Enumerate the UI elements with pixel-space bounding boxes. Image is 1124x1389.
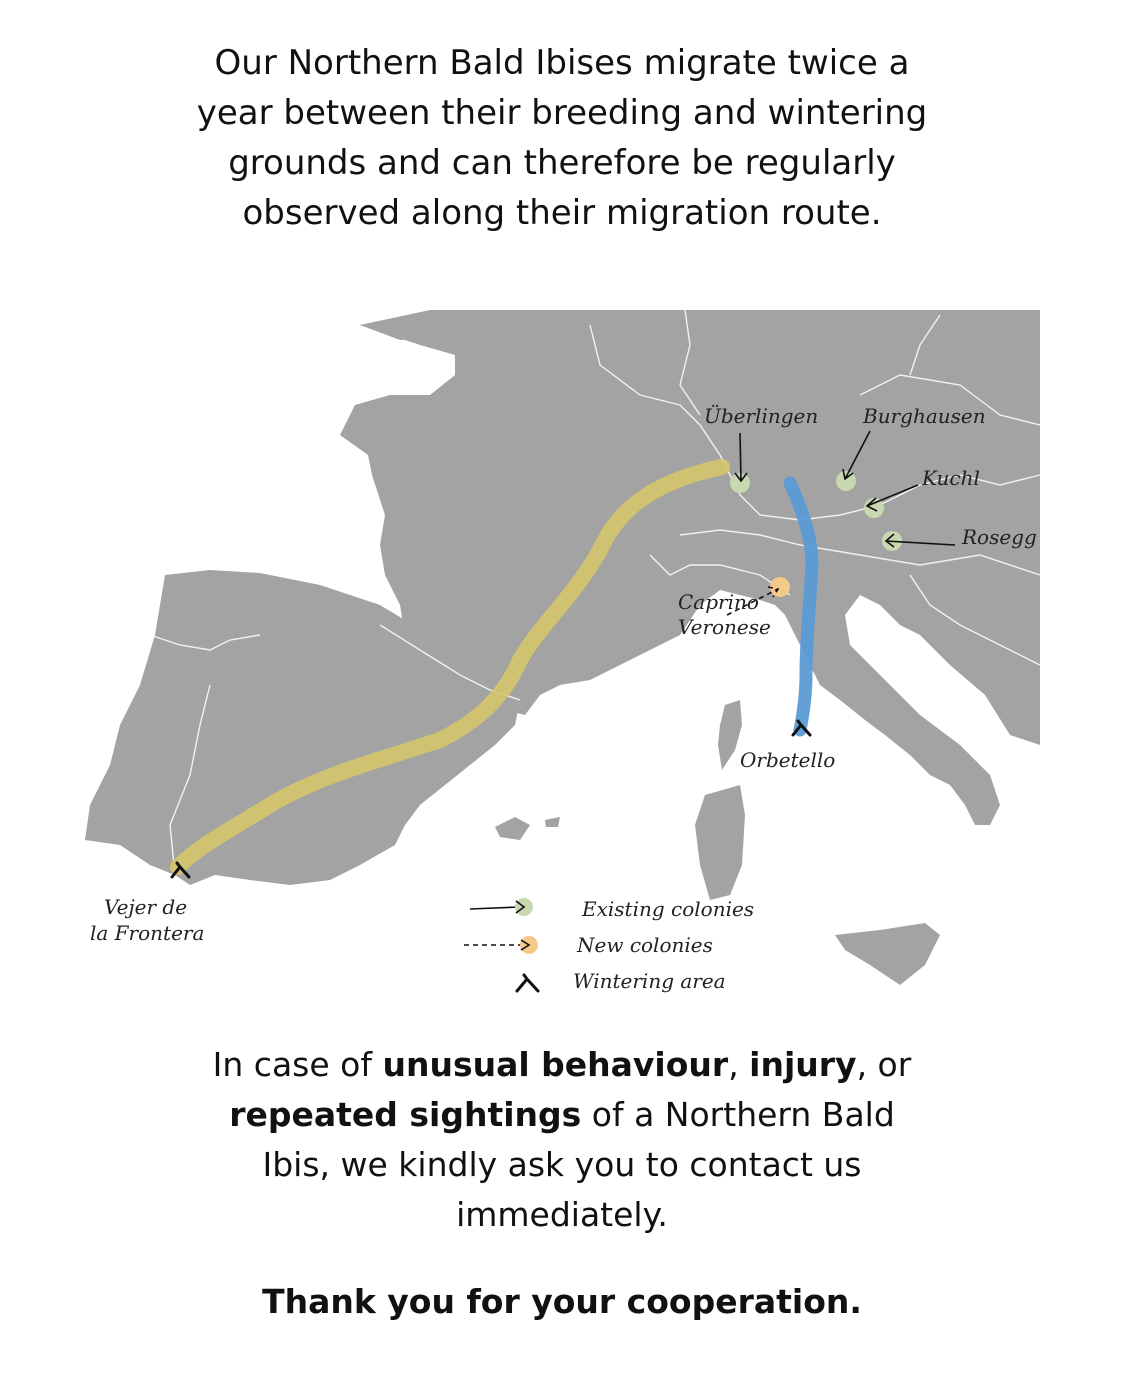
colony-burghausen — [836, 471, 856, 491]
legend-new-label: New colonies — [576, 933, 713, 957]
arrow-rosegg — [884, 533, 956, 548]
colony-caprino — [770, 577, 790, 597]
contact-bold-repeated-sightings: repeated sightings — [229, 1095, 582, 1134]
colony-uberlingen — [730, 473, 750, 493]
legend-wintering-label: Wintering area — [573, 969, 726, 993]
landmass-balearic — [495, 817, 530, 840]
legend-existing-arrowhead — [515, 900, 526, 914]
colony-kuchl — [864, 498, 884, 518]
legend-wintering-icon — [515, 973, 540, 993]
label-rosegg: Rosegg — [961, 525, 1037, 549]
contact-text: In case of unusual behaviour, injury, or… — [200, 1040, 924, 1240]
contact-bold-unusual-behaviour: unusual behaviour — [382, 1045, 729, 1084]
label-orbetello: Orbetello — [740, 748, 835, 772]
borders — [149, 309, 1041, 876]
contact-part-2: , — [728, 1045, 750, 1084]
wintering-icon-vejer — [170, 861, 191, 879]
landmass-uk-tip — [360, 313, 520, 340]
landmass-europe — [340, 310, 1040, 825]
legend-existing-label: Existing colonies — [581, 897, 754, 921]
arrow-kuchl — [865, 484, 919, 512]
route-burghausen-orbetello — [783, 476, 819, 737]
arrows — [726, 430, 956, 616]
label-caprino-2: Veronese — [678, 615, 771, 639]
legend-existing-arrow — [469, 906, 521, 910]
contact-bold-injury: injury — [749, 1045, 857, 1084]
landmass-sardinia — [695, 785, 745, 900]
label-burghausen: Burghausen — [862, 404, 986, 428]
landmass-balearic-small — [545, 817, 560, 827]
label-vejer-2: la Frontera — [90, 921, 204, 945]
contact-part-3: , or — [856, 1045, 912, 1084]
route-uberlingen-vejer — [170, 459, 730, 875]
legend-new-arrowhead — [520, 939, 531, 951]
wintering-icon-orbetello — [791, 719, 812, 737]
contact-part-4: of a Northern Bald Ibis, we kindly ask y… — [262, 1095, 895, 1234]
colonies — [730, 471, 902, 597]
land-masses — [85, 310, 1040, 985]
label-vejer-1: Vejer de — [104, 895, 187, 919]
intro-text: Our Northern Bald Ibises migrate twice a… — [196, 43, 928, 233]
label-kuchl: Kuchl — [921, 466, 980, 490]
contact-part-1: In case of — [212, 1045, 383, 1084]
landmass-corsica — [718, 700, 742, 770]
arrow-burghausen — [842, 430, 871, 481]
wintering-markers — [170, 719, 812, 879]
label-uberlingen: Überlingen — [704, 403, 818, 428]
label-caprino-1: Caprino — [678, 590, 759, 614]
landmass-iberia — [85, 570, 520, 885]
map-legend: Existing colonies New colonies Wintering… — [464, 897, 754, 993]
migration-map: Überlingen Burghausen Kuchl Rosegg Capri… — [85, 309, 1041, 993]
arrow-uberlingen — [734, 432, 748, 483]
thanks-text: Thank you for your cooperation. — [262, 1282, 862, 1321]
arrow-caprino — [726, 586, 780, 616]
landmass-sicily — [835, 923, 940, 985]
